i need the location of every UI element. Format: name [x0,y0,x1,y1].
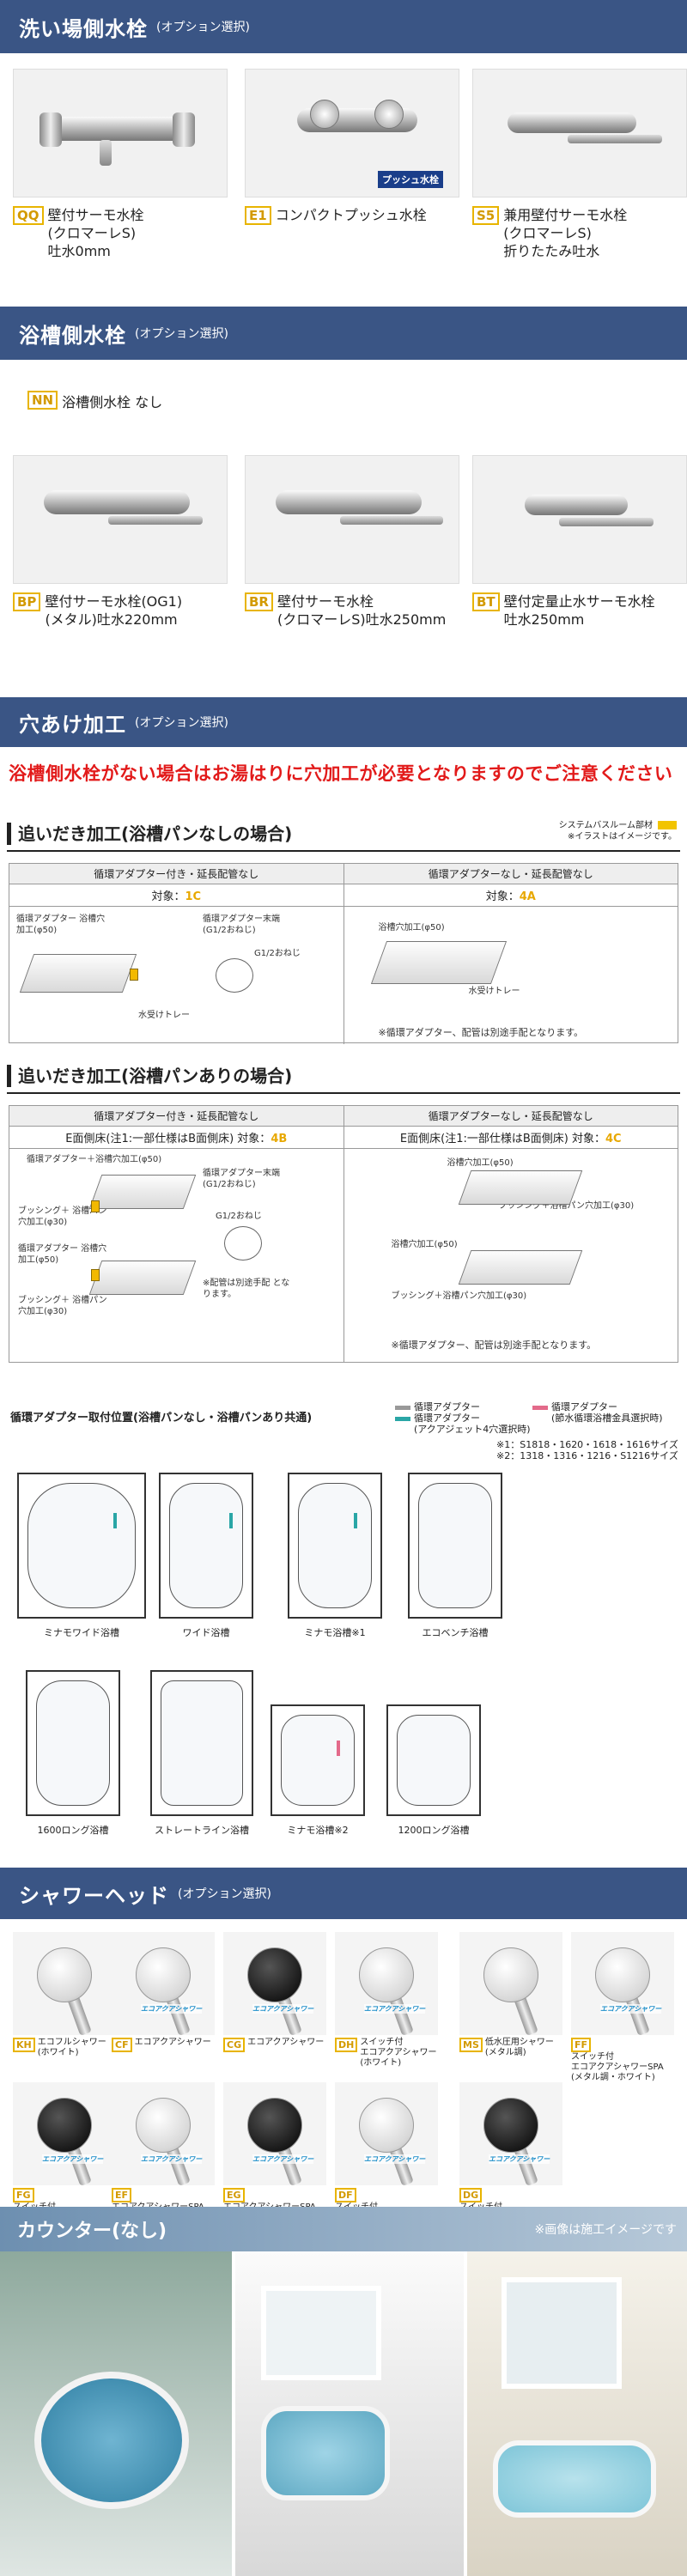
tub-plan [150,1670,253,1816]
push-tag: プッシュ水栓 [378,171,443,188]
tub-plan [386,1704,481,1816]
tub-plan [26,1670,120,1816]
option-code: QQ [13,206,44,225]
product-image [472,69,687,197]
option-code: FF [571,2038,592,2052]
eco-tag: エコアクアシャワー [600,2004,662,2014]
option-code: DH [335,2038,358,2052]
option-code: EG [223,2188,245,2202]
product-image [13,69,228,197]
shower-image: エコアクアシャワー [112,1932,215,2035]
warning-text: 浴槽側水栓がない場合はお湯はりに穴加工が必要となりますのでご注意ください [9,763,673,784]
shower-image: エコアクアシャワー [459,2082,562,2185]
option-code: KH [13,2038,35,2052]
room-photo [467,2251,687,2576]
option-code: FG [13,2188,34,2202]
tub-plan [288,1473,382,1619]
product-image: プッシュ水栓 [245,69,459,197]
table-with-pan: 循環アダプター付き・延長配管なし循環アダプターなし・延長配管なし E面側床(注1… [9,1105,678,1363]
tub-plan [271,1704,365,1816]
option-code: CG [223,2038,246,2052]
legend-note: システムバスルーム部材 ※イラストはイメージです。 [558,821,677,841]
eco-tag: エコアクアシャワー [364,2004,426,2014]
adapter-position-title: 循環アダプター取付位置(浴槽パンなし・浴槽パンあり共通) [10,1412,313,1425]
option-code: EF [112,2188,132,2202]
shower-image: エコアクアシャワー [571,1932,674,2035]
option-code: CF [112,2038,132,2052]
subsection-title-no-pan: 追いだき加工(浴槽パンなしの場合) [7,823,292,845]
shower-image: エコアクアシャワー [13,2082,116,2185]
shower-option-ef[interactable]: エコアクアシャワーEFエコアクアシャワーSPA [112,2082,215,2213]
section-header-shower: シャワーヘッド(オプション選択) [0,1868,687,1919]
section-header-tub-faucet: 浴槽側水栓 (オプション選択) [0,307,687,360]
tub-plan [408,1473,502,1619]
shower-image: エコアクアシャワー [223,1932,326,2035]
eco-tag: エコアクアシャワー [489,2154,550,2164]
option-code: DG [459,2188,483,2202]
shower-image [459,1932,562,2035]
section-header-drilling: 穴あけ加工(オプション選択) [0,697,687,747]
room-photo [235,2251,464,2576]
eco-tag: エコアクアシャワー [141,2154,203,2164]
shower-option-dg[interactable]: エコアクアシャワーDGスイッチ付エコアクアシャワー(メタル調・ブラック) [459,2082,562,2233]
section-subtitle: (オプション選択) [156,21,250,34]
tub-plan [17,1473,146,1619]
shower-image [13,1932,116,2035]
shower-image: エコアクアシャワー [223,2082,326,2185]
option-code: MS [459,2038,483,2052]
tub-plan [159,1473,253,1619]
eco-tag: エコアクアシャワー [364,2154,426,2164]
shower-image: エコアクアシャワー [112,2082,215,2185]
eco-tag: エコアクアシャワー [252,2004,314,2014]
eco-tag: エコアクアシャワー [252,2154,314,2164]
subsection-title-with-pan: 追いだき加工(浴槽パンありの場合) [7,1065,292,1087]
shower-image: エコアクアシャワー [335,2082,438,2185]
counter-banner: カウンター(なし) ※画像は施工イメージです [0,2207,687,2251]
eco-tag: エコアクアシャワー [42,2154,104,2164]
room-photo [0,2251,232,2576]
shower-option-df[interactable]: エコアクアシャワーDFスイッチ付エコアクアシャワー(メタル調・ホワイト) [335,2082,438,2233]
option-code: DF [335,2188,356,2202]
shower-image: エコアクアシャワー [335,1932,438,2035]
section-header-wash-faucet: 洗い場側水栓 (オプション選択) [0,0,687,53]
shower-option-eg[interactable]: エコアクアシャワーEGエコアクアシャワーSPA [223,2082,326,2213]
eco-tag: エコアクアシャワー [141,2004,203,2014]
section-title: 洗い場側水栓 [19,16,148,41]
